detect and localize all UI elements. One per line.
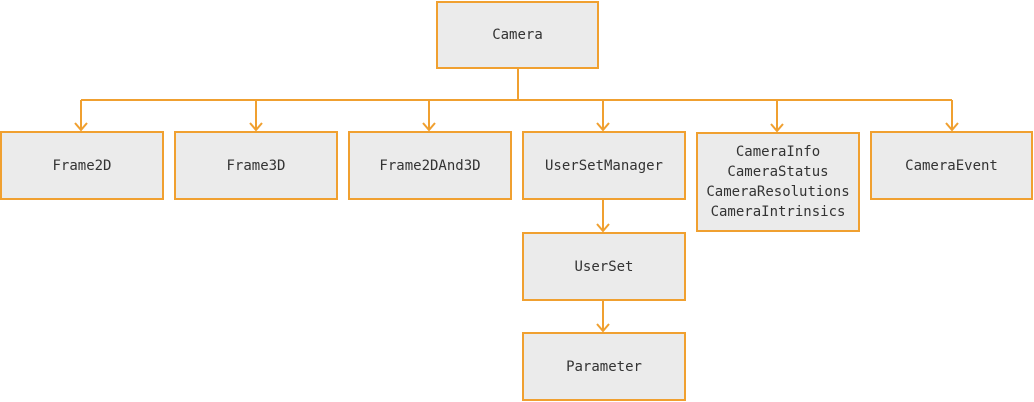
camera-label: Camera <box>492 27 543 43</box>
userset-label: UserSet <box>574 258 634 275</box>
arrowhead <box>945 122 959 132</box>
frame2d-node: Frame2D <box>0 131 164 200</box>
camerastatus-label: CameraStatus <box>727 164 829 180</box>
userset-node: UserSet <box>522 232 686 301</box>
arrowhead <box>422 122 436 132</box>
parameter-label: Parameter <box>566 358 642 375</box>
usersetmanager-node: UserSetManager <box>522 131 686 200</box>
cameraevent-node: CameraEvent <box>870 131 1033 200</box>
frame3d-label: Frame3D <box>226 157 286 174</box>
cameraresolutions-label: CameraResolutions <box>706 184 850 200</box>
cameraevent-label: CameraEvent <box>905 157 998 174</box>
arrowhead <box>249 122 263 132</box>
arrowhead <box>596 122 610 132</box>
frame2dand3d-label: Frame2DAnd3D <box>379 157 481 174</box>
cameraintrinsics-label: CameraIntrinsics <box>710 204 846 220</box>
camera-info-group-node: CameraInfo CameraStatus CameraResolution… <box>696 132 860 232</box>
parameter-node: Parameter <box>522 332 686 401</box>
arrowhead <box>74 122 88 132</box>
frame2dand3d-node: Frame2DAnd3D <box>348 131 512 200</box>
arrowhead <box>770 123 784 133</box>
camerainfo-label: CameraInfo <box>735 144 821 160</box>
arrowhead <box>596 323 610 333</box>
camera-node: Camera <box>436 1 599 69</box>
frame2d-label: Frame2D <box>52 157 112 174</box>
frame3d-node: Frame3D <box>174 131 338 200</box>
arrowhead <box>596 223 610 233</box>
usersetmanager-label: UserSetManager <box>544 157 663 174</box>
